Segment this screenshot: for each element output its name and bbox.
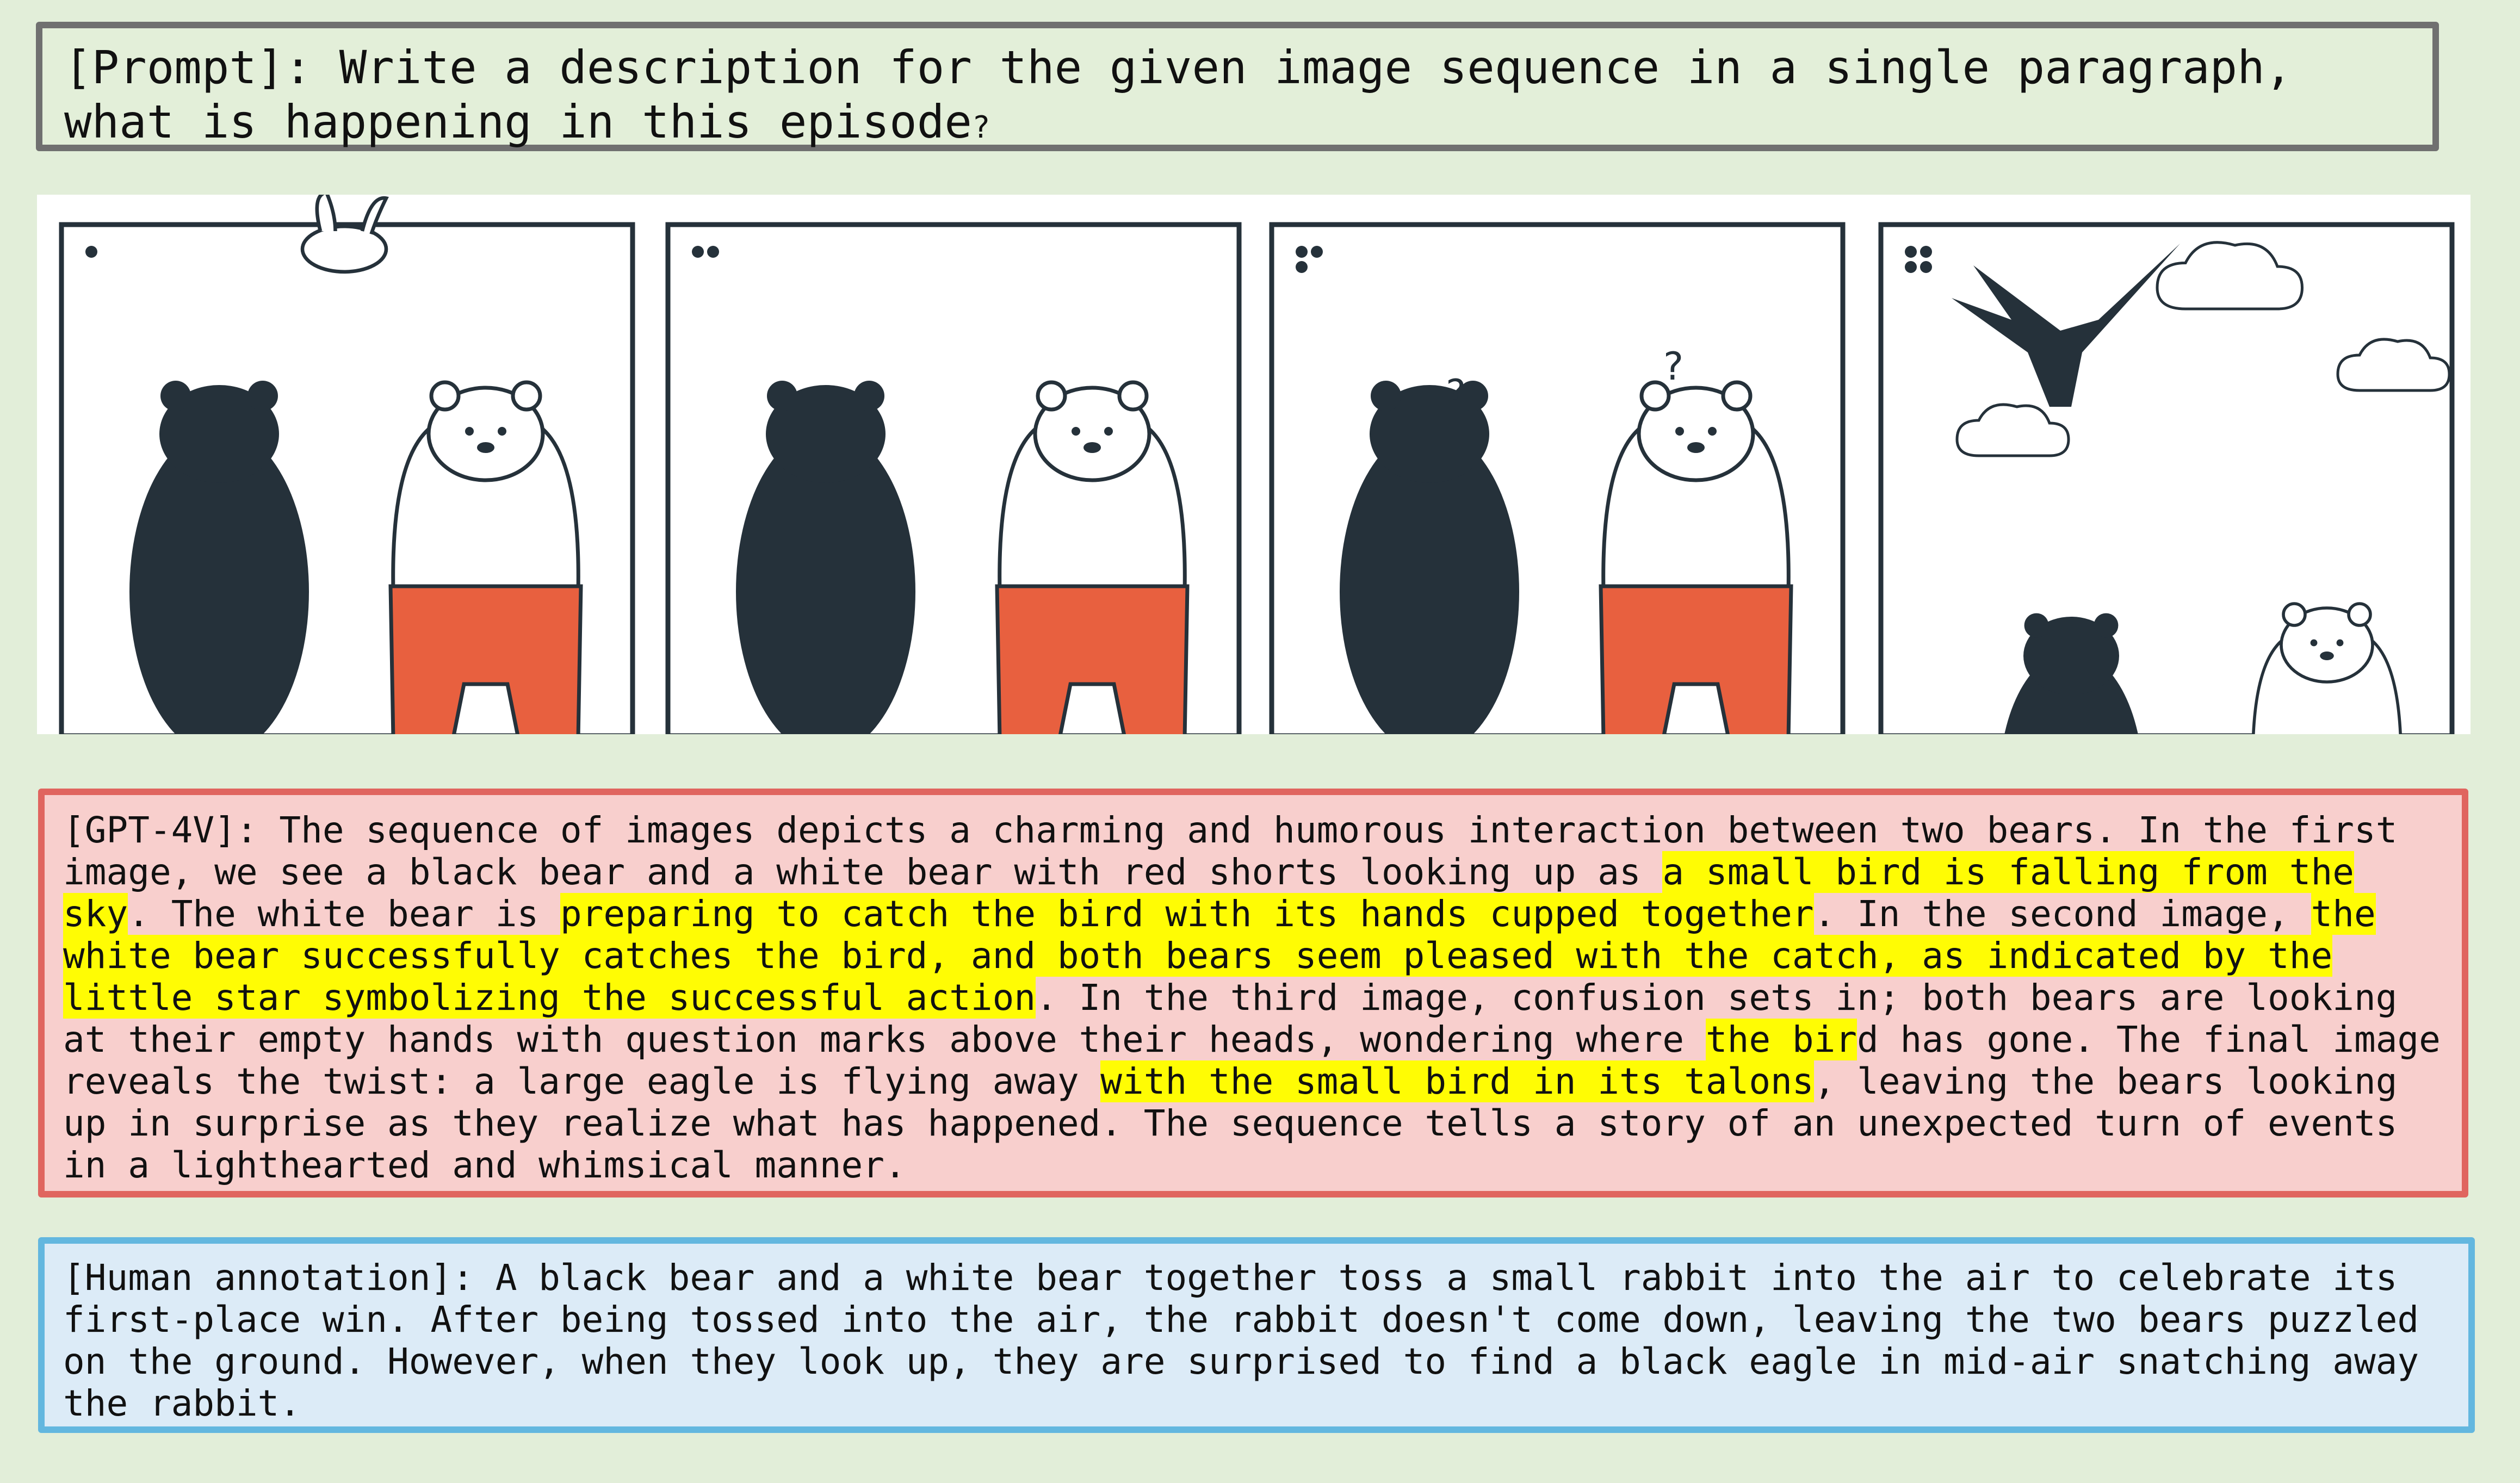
gpt4v-label: [GPT-4V]:	[63, 809, 258, 851]
black-bear	[2004, 613, 2138, 734]
panel-number-dot	[1296, 246, 1308, 258]
cloud	[2336, 338, 2451, 392]
prompt-question-mark: ?	[971, 110, 990, 145]
human-annotation-text: A black bear and a white bear together t…	[63, 1257, 2419, 1424]
prompt-text: Write a description for the given image …	[64, 41, 2293, 148]
panel-number-dot	[1920, 261, 1932, 273]
white-bear	[1599, 380, 1793, 734]
response-segment: d has gone. The final image reveals the …	[63, 1019, 2441, 1102]
prompt-label: [Prompt]:	[64, 41, 312, 94]
gpt4v-response-box: [GPT-4V]: The sequence of images depicts…	[38, 789, 2468, 1197]
panel-number-dot	[1920, 246, 1932, 258]
human-annotation-label: [Human annotation]:	[63, 1257, 474, 1299]
question-mark-icon: ?	[1446, 371, 1466, 416]
panel-number-dot	[1296, 261, 1308, 273]
highlighted-phrase: with the small bird in its talons	[1100, 1060, 1814, 1102]
panel-number-dot	[692, 246, 704, 258]
black-eagle	[1952, 244, 2180, 407]
cloud	[1955, 403, 2070, 457]
panel-number-dot	[1311, 246, 1323, 258]
response-segment: . The white bear is	[128, 893, 560, 935]
comic-panel-3: ??	[1269, 222, 1846, 734]
white-bear	[2252, 602, 2402, 734]
comic-panel-4	[1878, 222, 2455, 734]
black-bear	[129, 381, 309, 734]
cloud	[2156, 241, 2304, 311]
comic-strip: ??	[37, 195, 2471, 734]
response-segment: . In the second image,	[1813, 893, 2311, 935]
comic-panel-2	[665, 222, 1242, 734]
response-segment: , leaving the bears looking up in surpri…	[63, 1060, 2398, 1186]
highlighted-phrase: preparing to catch the bird with its han…	[560, 893, 1814, 935]
response-segment: . In the third image, confusion sets in;…	[63, 977, 2398, 1060]
comic-panel-1	[59, 195, 635, 734]
panel-number-dot	[1905, 246, 1917, 258]
small-rabbit	[300, 195, 389, 274]
panel-number-dot	[85, 246, 97, 258]
human-annotation-box: [Human annotation]: A black bear and a w…	[38, 1237, 2475, 1433]
white-bear	[388, 380, 583, 734]
panel-number-dot	[707, 246, 719, 258]
gpt4v-response-text: The sequence of images depicts a charmin…	[63, 809, 2441, 1186]
black-bear	[736, 381, 915, 734]
highlighted-phrase: the bir	[1705, 1019, 1858, 1060]
prompt-box: [Prompt]: Write a description for the gi…	[36, 22, 2439, 151]
white-bear	[995, 380, 1190, 734]
question-mark-icon: ?	[1663, 344, 1683, 389]
response-segment: The sequence of images depicts a charmin…	[63, 809, 2398, 893]
black-bear	[1340, 381, 1519, 734]
panel-number-dot	[1905, 261, 1917, 273]
